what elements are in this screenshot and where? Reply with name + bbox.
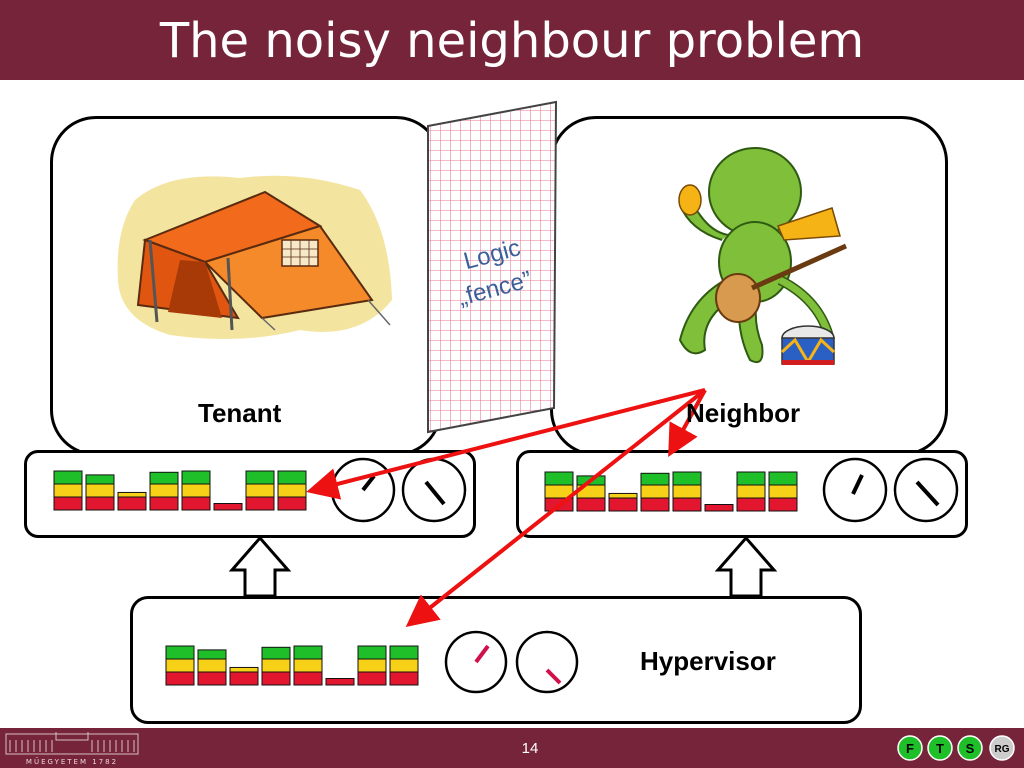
hypervisor-meter-bar-1-seg-1 bbox=[165, 671, 195, 686]
neighbor-meter-bar-7-seg-2 bbox=[736, 484, 766, 499]
tenant-meter-bar-4-seg-3 bbox=[149, 471, 179, 485]
hypervisor-meter-bar-1-seg-2 bbox=[165, 658, 195, 673]
hypervisor-meter-bar-7-seg-2 bbox=[357, 658, 387, 673]
neighbor-meter-bar-2-seg-1 bbox=[576, 497, 606, 512]
hypervisor-meter-bar-5-seg-2 bbox=[293, 658, 323, 673]
neighbor-meter-bar-8-seg-1 bbox=[768, 497, 798, 512]
neighbor-meter-bar-6-seg-1 bbox=[704, 504, 734, 512]
hypervisor-meter-bar-2-seg-2 bbox=[197, 658, 227, 673]
tenant-meter-bar-8-seg-3 bbox=[277, 470, 307, 485]
hypervisor-meter-bar-3-seg-2 bbox=[229, 666, 259, 673]
footer-bar bbox=[0, 728, 1024, 768]
hypervisor-meter-bar-4-seg-2 bbox=[261, 658, 291, 673]
neighbor-meter-bar-7-seg-1 bbox=[736, 497, 766, 512]
interference-arrows bbox=[306, 388, 707, 627]
neighbor-meter-bar-3-seg-1 bbox=[608, 497, 638, 512]
tenant-meter-bar-1-seg-3 bbox=[53, 470, 83, 485]
tenant-meter-bar-2-seg-2 bbox=[85, 483, 115, 498]
neighbor-meter-bar-5-seg-3 bbox=[672, 471, 702, 486]
page-number: 14 bbox=[521, 740, 539, 757]
interference-arrow-to-tenant bbox=[306, 388, 706, 500]
hypervisor-meter-bar-7-seg-1 bbox=[357, 671, 387, 686]
neighbor-meter-bar-7-seg-3 bbox=[736, 471, 766, 486]
tenant-meter-bar-7-seg-3 bbox=[245, 470, 275, 485]
hypervisor-meter-bar-6-seg-1 bbox=[325, 678, 355, 686]
neighbor-meter-bar-4-seg-1 bbox=[640, 497, 670, 512]
neighbor-io-gauge-icon bbox=[893, 457, 959, 523]
tenant-meter-bar-2-seg-3 bbox=[85, 474, 115, 485]
neighbor-meter-bar-4-seg-3 bbox=[640, 472, 670, 486]
tenant-meter-bar-4-seg-2 bbox=[149, 483, 179, 498]
tent-illustration bbox=[117, 175, 392, 339]
tenant-meter-bar-5-seg-2 bbox=[181, 483, 211, 498]
interference-arrow-to-neighbor-meter bbox=[668, 389, 707, 458]
neighbor-meter-bar-4-seg-2 bbox=[640, 484, 670, 499]
hypervisor-meter-bar-8-seg-3 bbox=[389, 645, 419, 660]
tenant-meter-bar-3-seg-2 bbox=[117, 491, 147, 498]
hypervisor-meter-bar-5-seg-1 bbox=[293, 671, 323, 686]
hypervisor-meter-bar-4-seg-3 bbox=[261, 646, 291, 660]
tenant-meter-bar-5-seg-3 bbox=[181, 470, 211, 485]
tenant-meter-bar-1-seg-2 bbox=[53, 483, 83, 498]
interference-arrow-to-hypervisor bbox=[405, 388, 707, 627]
university-logo-icon: MŰEGYETEM 1782 bbox=[5, 732, 139, 766]
tenant-meter-bar-6-seg-1 bbox=[213, 503, 243, 511]
neighbor-meter-bar-8-seg-3 bbox=[768, 471, 798, 486]
ftsrg-letter-rg: RG bbox=[995, 744, 1010, 755]
tenant-meter-bar-8-seg-1 bbox=[277, 496, 307, 511]
neighbor-meter-bar-5-seg-1 bbox=[672, 497, 702, 512]
ftsrg-letter-t: T bbox=[936, 741, 944, 756]
hypervisor-meter-bar-4-seg-1 bbox=[261, 671, 291, 686]
neighbor-cpu-gauge-icon bbox=[822, 457, 888, 523]
hypervisor-to-neighbor-arrow bbox=[714, 535, 778, 598]
hypervisor-cpu-gauge-icon bbox=[444, 630, 508, 694]
neighbor-meter-bar-1-seg-3 bbox=[544, 471, 574, 486]
neighbor-meter-bar-5-seg-2 bbox=[672, 484, 702, 499]
ftsrg-letter-s: S bbox=[966, 741, 975, 756]
logic-fence: Logic „fence” bbox=[427, 100, 558, 434]
tenant-io-gauge-icon bbox=[401, 457, 467, 523]
tenant-meter-bar-5-seg-1 bbox=[181, 496, 211, 511]
tenant-cpu-gauge-icon bbox=[330, 457, 396, 523]
neighbor-meter-bar-8-seg-2 bbox=[768, 484, 798, 499]
hypervisor-meter-bar-2-seg-1 bbox=[197, 671, 227, 686]
hypervisor-io-gauge-icon bbox=[515, 630, 579, 694]
hypervisor-meter-bar-2-seg-3 bbox=[197, 649, 227, 660]
hypervisor-resource-meter bbox=[165, 645, 419, 686]
tenant-label: Tenant bbox=[198, 398, 282, 428]
hypervisor-meter-bar-5-seg-3 bbox=[293, 645, 323, 660]
octopus-musician-illustration bbox=[678, 147, 848, 365]
hypervisor-to-tenant-arrow bbox=[228, 535, 292, 598]
neighbor-resource-meter bbox=[544, 471, 798, 512]
title-bar bbox=[0, 0, 1024, 80]
hypervisor-meter-bar-8-seg-1 bbox=[389, 671, 419, 686]
hypervisor-meter-bar-3-seg-1 bbox=[229, 671, 259, 686]
neighbor-meter-bar-3-seg-2 bbox=[608, 492, 638, 499]
tenant-meter-bar-7-seg-2 bbox=[245, 483, 275, 498]
hypervisor-meter-bar-7-seg-3 bbox=[357, 645, 387, 660]
ftsrg-letter-f: F bbox=[906, 741, 914, 756]
tenant-meter-bar-3-seg-1 bbox=[117, 496, 147, 511]
tenant-meter-bar-4-seg-1 bbox=[149, 496, 179, 511]
hypervisor-meter-bar-1-seg-3 bbox=[165, 645, 195, 660]
tenant-meter-bar-8-seg-2 bbox=[277, 483, 307, 498]
tenant-meter-bar-1-seg-1 bbox=[53, 496, 83, 511]
tenant-meter-bar-2-seg-1 bbox=[85, 496, 115, 511]
hypervisor-label: Hypervisor bbox=[640, 646, 776, 676]
university-logo-text: MŰEGYETEM 1782 bbox=[26, 757, 118, 766]
tenant-resource-meter bbox=[53, 470, 307, 511]
tenant-meter-bar-7-seg-1 bbox=[245, 496, 275, 511]
hypervisor-meter-bar-8-seg-2 bbox=[389, 658, 419, 673]
slide-title: The noisy neighbour problem bbox=[159, 13, 865, 69]
ftsrg-logo-icon: F T S RG bbox=[897, 735, 1015, 761]
neighbor-label: Neighbor bbox=[686, 398, 801, 428]
